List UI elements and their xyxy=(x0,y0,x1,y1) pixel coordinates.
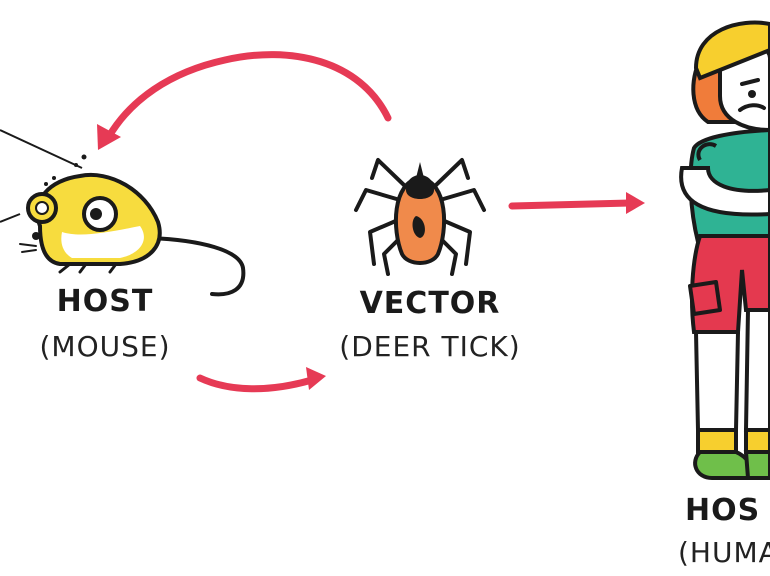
arrow-tick-to-human xyxy=(508,192,645,214)
arrow-tick-to-mouse xyxy=(97,51,392,150)
mouse-icon xyxy=(0,129,246,297)
mouse-node-title: HOST xyxy=(56,284,154,319)
tick-node-title: VECTOR xyxy=(359,286,501,321)
human-node-subtitle: (HUMA xyxy=(678,536,770,569)
mouse-node-subtitle: (MOUSE) xyxy=(39,330,171,363)
tick-icon xyxy=(354,158,486,276)
human-node-title: HOS xyxy=(685,493,761,528)
arrow-mouse-to-tick xyxy=(196,367,326,393)
tick-node-subtitle: (DEER TICK) xyxy=(339,330,521,363)
human-icon xyxy=(679,20,770,480)
